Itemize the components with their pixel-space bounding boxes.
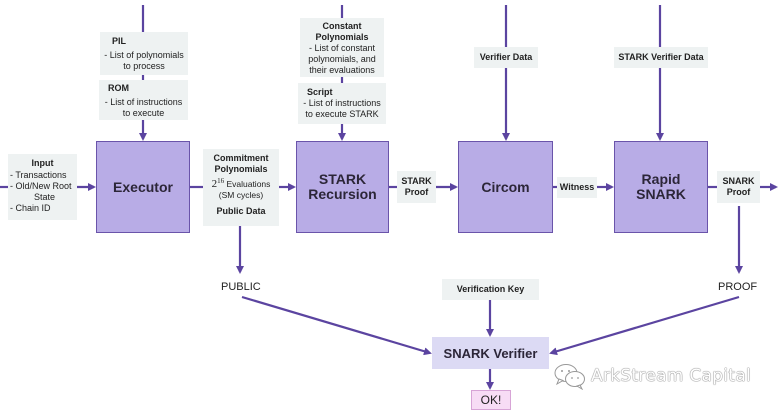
constant-polynomials-label: Constant Polynomials - List of constant …: [300, 18, 384, 77]
pil-label: PIL - List of polynomials to process: [100, 32, 188, 75]
stark-proof-text: STARK Proof: [401, 176, 432, 197]
wire-public-verifier: [241, 295, 432, 356]
stark-recursion-label: STARK Recursion: [308, 171, 377, 202]
wire-proof-verifier: [549, 295, 740, 356]
rom-title: ROM: [108, 83, 129, 93]
commitment-base: 2: [211, 177, 218, 190]
commitment-evaluations: 216 Evaluations: [204, 176, 278, 190]
verifier-data-label: Verifier Data: [474, 47, 538, 68]
input-label: Input - Transactions - Old/New Root Stat…: [8, 154, 77, 220]
stark-verifier-data-label: STARK Verifier Data: [614, 47, 708, 68]
input-line-state: State: [34, 192, 56, 202]
stark-proof-label: STARK Proof: [397, 171, 436, 203]
snark-proof-text: SNARK Proof: [722, 176, 755, 197]
public-output-label: PUBLIC: [221, 281, 261, 293]
rapid-snark-label: Rapid SNARK: [636, 171, 686, 202]
proof-output-label: PROOF: [718, 281, 758, 293]
pil-body: - List of polynomials to process: [104, 50, 184, 71]
script-title: Script: [307, 87, 333, 97]
ok-result-badge: OK!: [471, 390, 511, 410]
commitment-polynomials-label: Commitment Polynomials 216 Evaluations (…: [203, 149, 279, 226]
commitment-cycles: (SM cycles): [218, 189, 264, 200]
witness-label: Witness: [557, 177, 597, 198]
stark-verifier-data-title: STARK Verifier Data: [618, 52, 704, 62]
commitment-title: Commitment Polynomials: [213, 153, 269, 174]
script-label: Script - List of instructions to execute…: [298, 83, 386, 124]
script-body: - List of instructions to execute STARK: [303, 98, 381, 119]
executor-box: Executor: [96, 141, 190, 233]
stark-recursion-box: STARK Recursion: [296, 141, 389, 233]
verifier-data-title: Verifier Data: [479, 52, 533, 62]
constant-polynomials-body: - List of constant polynomials, and thei…: [308, 43, 376, 75]
snark-proof-label: SNARK Proof: [717, 171, 760, 203]
input-line-transactions: - Transactions: [10, 170, 67, 180]
public-data-label: Public Data: [216, 205, 266, 216]
verification-key-label: Verification Key: [442, 279, 539, 300]
snark-verifier-box: SNARK Verifier: [432, 337, 549, 369]
snark-verifier-label: SNARK Verifier: [443, 345, 538, 361]
rapid-snark-box: Rapid SNARK: [614, 141, 708, 233]
input-line-root: - Old/New Root: [10, 181, 72, 191]
circom-label: Circom: [481, 178, 530, 195]
input-line-chain-id: - Chain ID: [10, 203, 51, 213]
circom-box: Circom: [458, 141, 553, 233]
verification-key-text: Verification Key: [456, 284, 525, 294]
rom-body: - List of instructions to execute: [104, 97, 183, 118]
wechat-icon: [554, 364, 585, 390]
watermark-text: ArkStream Capital: [591, 366, 752, 386]
ok-result-text: OK!: [480, 393, 502, 407]
rom-label: ROM - List of instructions to execute: [99, 80, 188, 120]
constant-polynomials-title: Constant Polynomials: [315, 21, 369, 42]
executor-label: Executor: [113, 178, 173, 195]
commitment-exponent: 16: [217, 177, 225, 185]
witness-text: Witness: [559, 182, 595, 192]
pil-title: PIL: [112, 36, 127, 46]
commitment-evaluations-text: Evaluations: [226, 178, 271, 189]
input-title: Input: [31, 158, 54, 168]
